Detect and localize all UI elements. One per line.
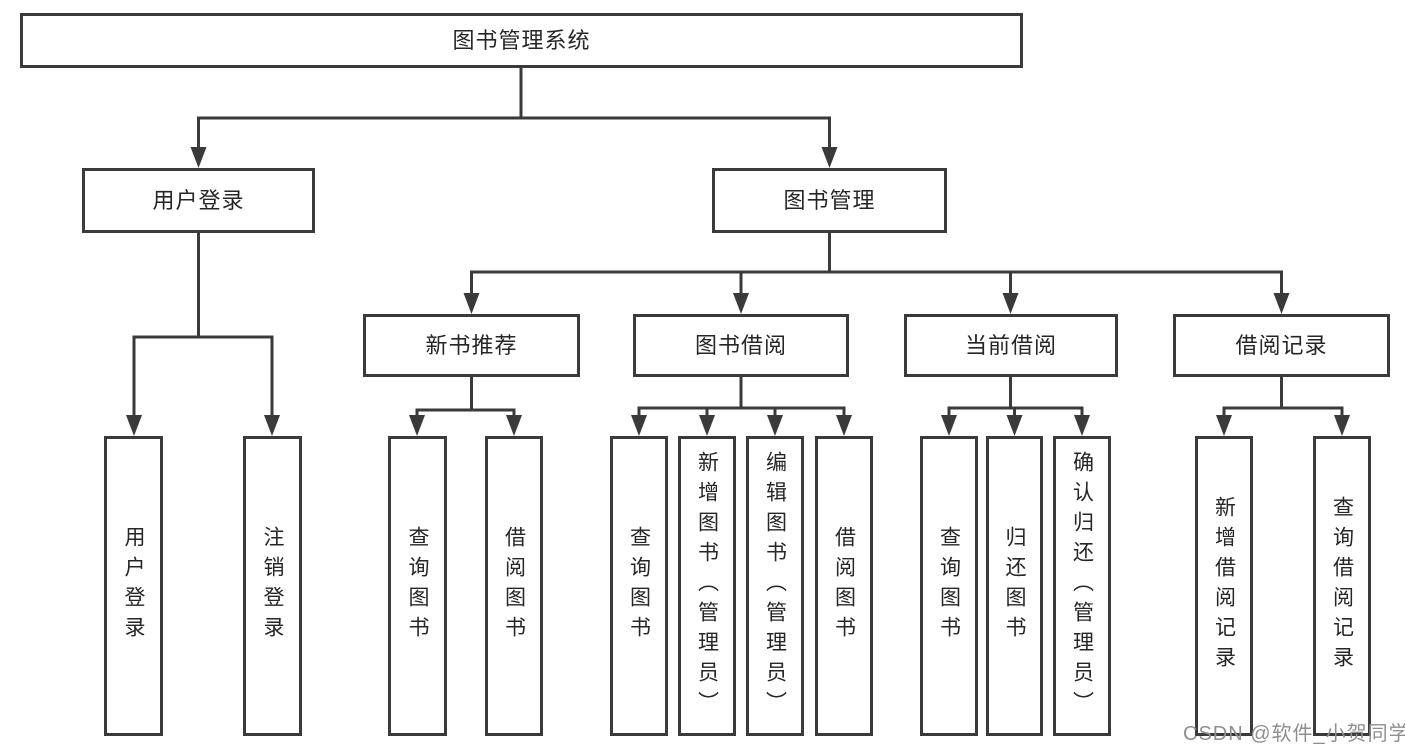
node-borrow-records: 借阅记录: [1173, 314, 1390, 377]
watermark-text: CSDN @软件_小贺同学: [1183, 723, 1405, 745]
leaf-edit-book-admin: 编辑图书（管理员）: [746, 436, 804, 736]
connector-root-to-level2: [190, 68, 838, 168]
leaf-return-book: 归还图书: [986, 436, 1043, 736]
connector-new-book-to-leaves: [409, 377, 522, 436]
leaf-query-book-recommend: 查询图书: [388, 436, 447, 736]
node-book-borrow: 图书借阅: [633, 314, 849, 377]
node-current-borrow: 当前借阅: [904, 314, 1118, 377]
connector-user-login-to-leaves: [126, 233, 280, 436]
leaf-query-book-current: 查询图书: [920, 436, 978, 736]
leaf-query-book-borrow: 查询图书: [610, 436, 668, 736]
leaf-add-book-admin: 新增图书（管理员）: [678, 436, 736, 736]
connector-book-borrow-to-leaves: [631, 377, 852, 436]
leaf-logout: 注销登录: [243, 436, 302, 736]
connector-borrow-records-to-leaves: [1216, 377, 1350, 436]
node-new-book-recommend: 新书推荐: [363, 314, 580, 377]
leaf-borrow-book-recommend: 借阅图书: [485, 436, 543, 736]
node-user-login: 用户登录: [82, 168, 315, 233]
leaf-confirm-return-admin: 确认归还（管理员）: [1053, 436, 1111, 736]
node-book-management: 图书管理: [712, 168, 947, 233]
connector-book-mgmt-to-level3: [463, 233, 1290, 314]
leaf-query-borrow-record: 查询借阅记录: [1313, 436, 1371, 736]
leaf-user-login: 用户登录: [104, 436, 163, 736]
connector-current-borrow-to-leaves: [941, 377, 1090, 436]
leaf-add-borrow-record: 新增借阅记录: [1195, 436, 1253, 736]
leaf-borrow-book: 借阅图书: [815, 436, 873, 736]
node-root-system: 图书管理系统: [20, 13, 1023, 68]
